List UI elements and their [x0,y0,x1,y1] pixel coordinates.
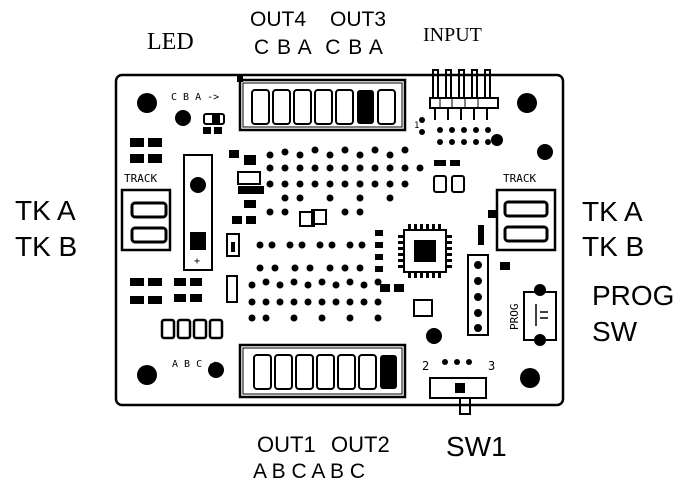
tk-b-left-label: TK B [15,231,78,262]
out1-out2-connector [238,343,407,399]
out3-label: OUT3 [330,8,387,31]
via-large [426,328,442,344]
silk-track-left: TRACK [124,172,157,185]
silk-sw-pos2: 2 [422,359,429,373]
tk-a-right-label: TK A [582,196,643,227]
prog-switch [523,284,557,346]
sw1-label: SW1 [446,431,507,462]
silk-plus: + [194,256,200,267]
tk-b-right-label: TK B [582,231,645,262]
silk-prog: PROG [508,304,521,331]
led-module [183,154,213,271]
board-outline [114,73,565,407]
sw-label: SW [592,316,638,347]
program-header [467,254,489,336]
silk-cba-arrow: C B A -> [171,92,219,103]
tk-a-left-label: TK A [15,195,76,226]
out2-label: OUT2 [331,432,390,457]
out-top-pin-labels: C B A C B A [254,36,384,59]
via-large [190,177,206,193]
track-connector-left [120,188,172,252]
via-large [208,362,224,378]
microcontroller-chip [398,224,452,278]
mounting-hole-bottom-right [520,368,540,388]
silk-track-right: TRACK [503,172,536,185]
smd-dot-array [248,117,491,322]
prog-label: PROG [592,280,675,311]
led-label: LED [147,29,194,55]
input-label: INPUT [423,24,482,46]
silk-abc-arrow: A B C -> [172,359,220,370]
via-large [491,134,503,146]
sw1-switch [429,359,487,415]
out4-out3-connector [237,76,407,132]
out-bottom-pin-labels: A B C A B C [253,460,366,483]
silk-pin1: 1 [414,121,419,131]
via-large [537,144,553,160]
out4-label: OUT4 [250,8,307,31]
out1-label: OUT1 [257,432,316,457]
mounting-hole-top-left [137,93,157,113]
mounting-hole-bottom-left [137,365,157,385]
smd-components [130,113,510,340]
via-large [175,110,191,126]
input-header [429,69,499,120]
track-connector-right [495,188,557,252]
mounting-hole-top-right [517,93,537,113]
silk-sw-pos3: 3 [488,359,495,373]
